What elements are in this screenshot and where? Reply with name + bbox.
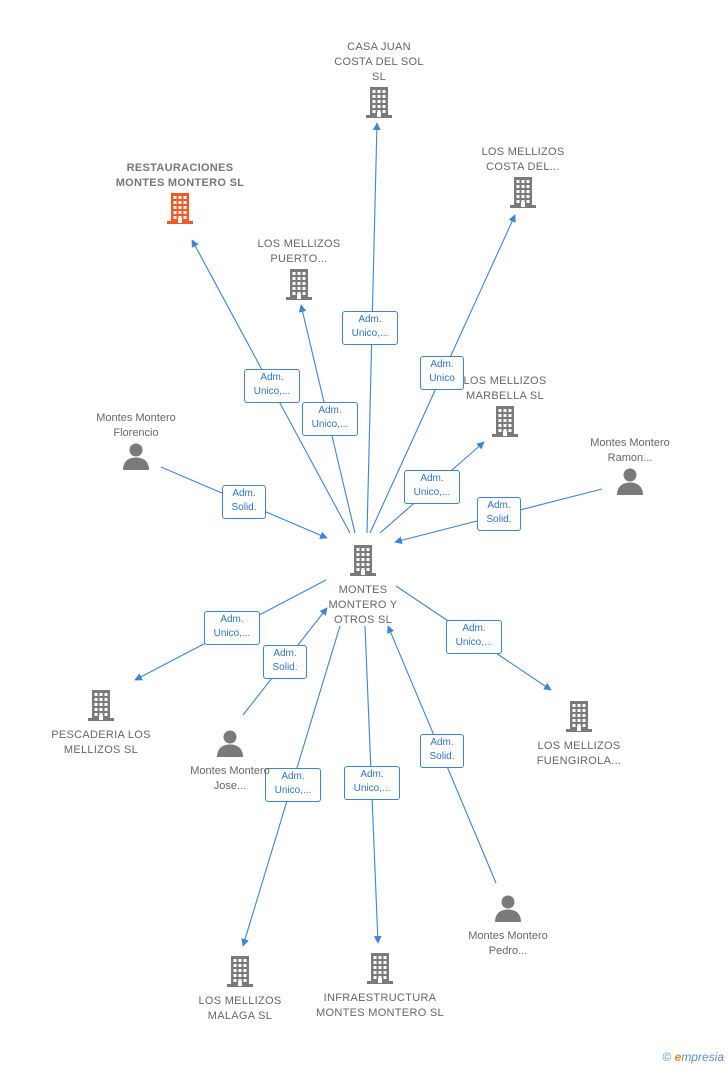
- person-node-pedro[interactable]: Montes Montero Pedro...: [463, 893, 553, 959]
- node-label: Montes Montero Pedro...: [468, 930, 548, 957]
- copyright-symbol: ©: [662, 1050, 672, 1064]
- person-node-florencio[interactable]: Montes Montero Florencio: [81, 411, 191, 471]
- company-node-malaga[interactable]: LOS MELLIZOS MALAGA SL: [195, 954, 285, 1024]
- node-label: LOS MELLIZOS PUERTO...: [257, 238, 341, 265]
- node-label: RESTAURACIONES MONTES MONTERO SL: [115, 162, 245, 189]
- building-icon: [455, 404, 555, 438]
- empresia-logo: © empresia: [662, 1050, 724, 1064]
- node-label: PESCADERIA LOS MELLIZOS SL: [51, 729, 151, 756]
- relation-badge-infra[interactable]: Adm. Unico,...: [344, 766, 400, 800]
- person-icon: [463, 893, 553, 923]
- building-icon: [195, 954, 285, 988]
- relation-badge-fuengirola[interactable]: Adm. Unico,...: [446, 620, 502, 654]
- person-node-jose[interactable]: Montes Montero Jose...: [185, 728, 275, 794]
- building-icon: [478, 175, 568, 209]
- building-icon: [254, 267, 344, 301]
- node-label: CASA JUAN COSTA DEL SOL SL: [334, 41, 424, 83]
- node-label: Montes Montero Florencio: [96, 412, 176, 439]
- company-node-center[interactable]: MONTES MONTERO Y OTROS SL: [308, 543, 418, 628]
- relation-badge-center[interactable]: Adm. Solid.: [263, 645, 307, 679]
- node-label: Montes Montero Jose...: [190, 765, 270, 792]
- person-icon: [81, 441, 191, 471]
- company-node-restaur[interactable]: RESTAURACIONES MONTES MONTERO SL: [110, 161, 250, 225]
- node-label: LOS MELLIZOS MARBELLA SL: [463, 375, 547, 402]
- node-label: LOS MELLIZOS FUENGIROLA...: [536, 740, 622, 767]
- relation-badge-pescaderia[interactable]: Adm. Unico,...: [204, 611, 260, 645]
- node-label: INFRAESTRUCTURA MONTES MONTERO SL: [316, 992, 444, 1019]
- logo-initial: e: [674, 1050, 682, 1064]
- relation-badge-marbella[interactable]: Adm. Unico,...: [404, 470, 460, 504]
- building-icon: [315, 951, 445, 985]
- relation-badge-puerto[interactable]: Adm. Unico,...: [302, 402, 358, 436]
- building-icon: [334, 85, 424, 119]
- company-node-marbella[interactable]: LOS MELLIZOS MARBELLA SL: [455, 374, 555, 438]
- relation-badge-center[interactable]: Adm. Solid.: [222, 485, 266, 519]
- company-node-casa[interactable]: CASA JUAN COSTA DEL SOL SL: [334, 40, 424, 119]
- node-label: LOS MELLIZOS MALAGA SL: [198, 995, 282, 1022]
- building-icon: [51, 688, 151, 722]
- node-label: MONTES MONTERO Y OTROS SL: [328, 584, 398, 626]
- person-node-ramon[interactable]: Montes Montero Ramon...: [580, 436, 680, 496]
- node-label: Montes Montero Ramon...: [590, 437, 670, 464]
- company-node-fuengirola[interactable]: LOS MELLIZOS FUENGIROLA...: [524, 699, 634, 769]
- person-icon: [185, 728, 275, 758]
- relation-badge-center[interactable]: Adm. Solid.: [477, 497, 521, 531]
- company-node-pescaderia[interactable]: PESCADERIA LOS MELLIZOS SL: [51, 688, 151, 758]
- node-label: LOS MELLIZOS COSTA DEL...: [481, 146, 565, 173]
- relation-badge-center[interactable]: Adm. Solid.: [420, 734, 464, 768]
- logo-wordmark: mpresia: [681, 1050, 724, 1064]
- person-icon: [580, 466, 680, 496]
- building-icon: [308, 543, 418, 577]
- relation-badge-costadel[interactable]: Adm. Unico: [420, 356, 464, 390]
- relation-badge-restaur[interactable]: Adm. Unico,...: [244, 369, 300, 403]
- company-node-costadel[interactable]: LOS MELLIZOS COSTA DEL...: [478, 145, 568, 209]
- building-icon: [524, 699, 634, 733]
- relation-badge-malaga[interactable]: Adm. Unico,...: [265, 768, 321, 802]
- building-icon: [110, 191, 250, 225]
- company-node-puerto[interactable]: LOS MELLIZOS PUERTO...: [254, 237, 344, 301]
- relation-badge-casa[interactable]: Adm. Unico,...: [342, 311, 398, 345]
- company-node-infra[interactable]: INFRAESTRUCTURA MONTES MONTERO SL: [315, 951, 445, 1021]
